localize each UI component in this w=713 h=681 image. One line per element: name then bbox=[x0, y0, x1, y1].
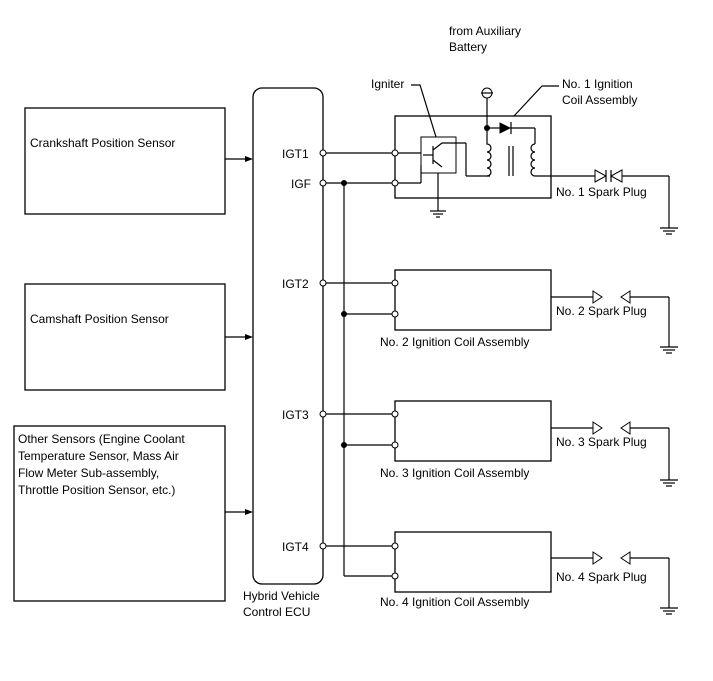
coil-assembly-2-box bbox=[394, 269, 552, 331]
other-sensors-label-1: Other Sensors (Engine Coolant bbox=[18, 432, 185, 446]
igniter-label: Igniter bbox=[371, 77, 404, 91]
signal-wiring bbox=[323, 152, 395, 577]
pin-igt1-label: IGT1 bbox=[282, 147, 309, 161]
spark-plug-3-label: No. 3 Spark Plug bbox=[556, 435, 647, 449]
coil1-label-2: Coil Assembly bbox=[562, 93, 637, 107]
igniter-block bbox=[398, 136, 490, 218]
ecu-terminals bbox=[319, 149, 327, 550]
spark-plug-4 bbox=[551, 551, 678, 615]
coil-assembly-2-label: No. 2 Ignition Coil Assembly bbox=[380, 335, 529, 349]
pin-igf-label: IGF bbox=[291, 177, 311, 191]
junction-dots bbox=[341, 180, 347, 448]
spark-plug-2-label: No. 2 Spark Plug bbox=[556, 304, 647, 318]
coil-assembly-4-label: No. 4 Ignition Coil Assembly bbox=[380, 595, 529, 609]
other-sensors-label-4: Throttle Position Sensor, etc.) bbox=[18, 483, 175, 497]
other-sensors-label-2: Temperature Sensor, Mass Air bbox=[18, 449, 179, 463]
spark-plug-2 bbox=[551, 290, 678, 354]
coil-assembly-4-box bbox=[394, 531, 552, 593]
camshaft-sensor-box bbox=[24, 283, 226, 391]
coil1-label-1: No. 1 Ignition bbox=[562, 77, 633, 91]
ecu-label-1: Hybrid Vehicle bbox=[243, 589, 320, 603]
spark-plug-3 bbox=[551, 421, 678, 487]
ignition-coil-1-windings bbox=[481, 87, 595, 177]
ecu-box bbox=[252, 87, 324, 585]
ecu-label-2: Control ECU bbox=[243, 605, 310, 619]
crankshaft-sensor-box bbox=[24, 107, 226, 215]
coil-assembly-3-box bbox=[394, 400, 552, 462]
coil1-leader bbox=[513, 85, 559, 117]
pin-igt2-label: IGT2 bbox=[282, 277, 309, 291]
pin-igt4-label: IGT4 bbox=[282, 540, 309, 554]
spark-plug-1-label: No. 1 Spark Plug bbox=[556, 185, 647, 199]
camshaft-sensor-label: Camshaft Position Sensor bbox=[30, 312, 169, 326]
spark-plug-4-label: No. 4 Spark Plug bbox=[556, 570, 647, 584]
supply-label-2: Battery bbox=[449, 40, 487, 54]
pin-igt3-label: IGT3 bbox=[282, 408, 309, 422]
igniter-leader bbox=[411, 84, 437, 138]
crankshaft-sensor-label: Crankshaft Position Sensor bbox=[30, 136, 175, 150]
sensor-signal-arrows bbox=[225, 156, 253, 515]
coil-assembly-3-label: No. 3 Ignition Coil Assembly bbox=[380, 466, 529, 480]
other-sensors-label-3: Flow Meter Sub-assembly, bbox=[18, 466, 159, 480]
supply-label-1: from Auxiliary bbox=[449, 24, 521, 38]
spark-plug-1 bbox=[594, 169, 678, 235]
other-sensors-box bbox=[13, 425, 226, 602]
